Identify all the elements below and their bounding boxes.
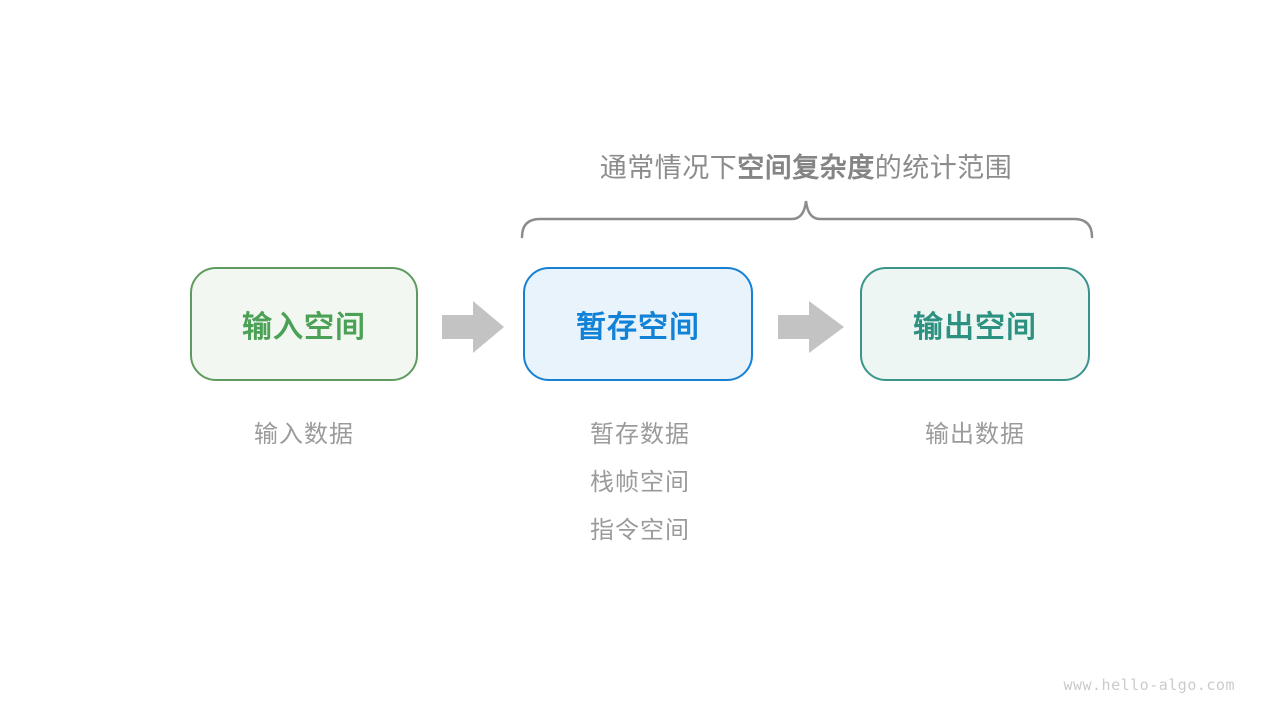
- watermark: www.hello-algo.com: [1063, 676, 1235, 694]
- title-suffix: 的统计范围: [874, 153, 1013, 183]
- note-output-data: 输出数据: [925, 421, 1025, 448]
- note-input-data: 输入数据: [254, 421, 354, 448]
- note-temp-data: 暂存数据: [590, 421, 690, 448]
- input-space-label: 输入空间: [242, 311, 366, 344]
- temporary-notes: 暂存数据 栈帧空间 指令空间: [523, 411, 757, 555]
- output-space-label: 输出空间: [913, 311, 1037, 344]
- output-notes: 输出数据: [860, 411, 1090, 459]
- output-space-box: 输出空间: [860, 267, 1090, 381]
- temporary-space-label: 暂存空间: [576, 311, 700, 344]
- curly-brace: [520, 200, 1094, 239]
- title-emphasis: 空间复杂度: [737, 153, 875, 183]
- arrow-right-icon: [778, 301, 844, 353]
- diagram-title: 通常情况下空间复杂度的统计范围: [500, 146, 1112, 185]
- arrow-right-icon: [442, 301, 504, 353]
- title-prefix: 通常情况下: [599, 153, 738, 183]
- note-stack-frame-space: 栈帧空间: [590, 469, 690, 496]
- note-instruction-space: 指令空间: [590, 517, 690, 544]
- input-notes: 输入数据: [190, 411, 418, 459]
- temporary-space-box: 暂存空间: [523, 267, 753, 381]
- input-space-box: 输入空间: [190, 267, 418, 381]
